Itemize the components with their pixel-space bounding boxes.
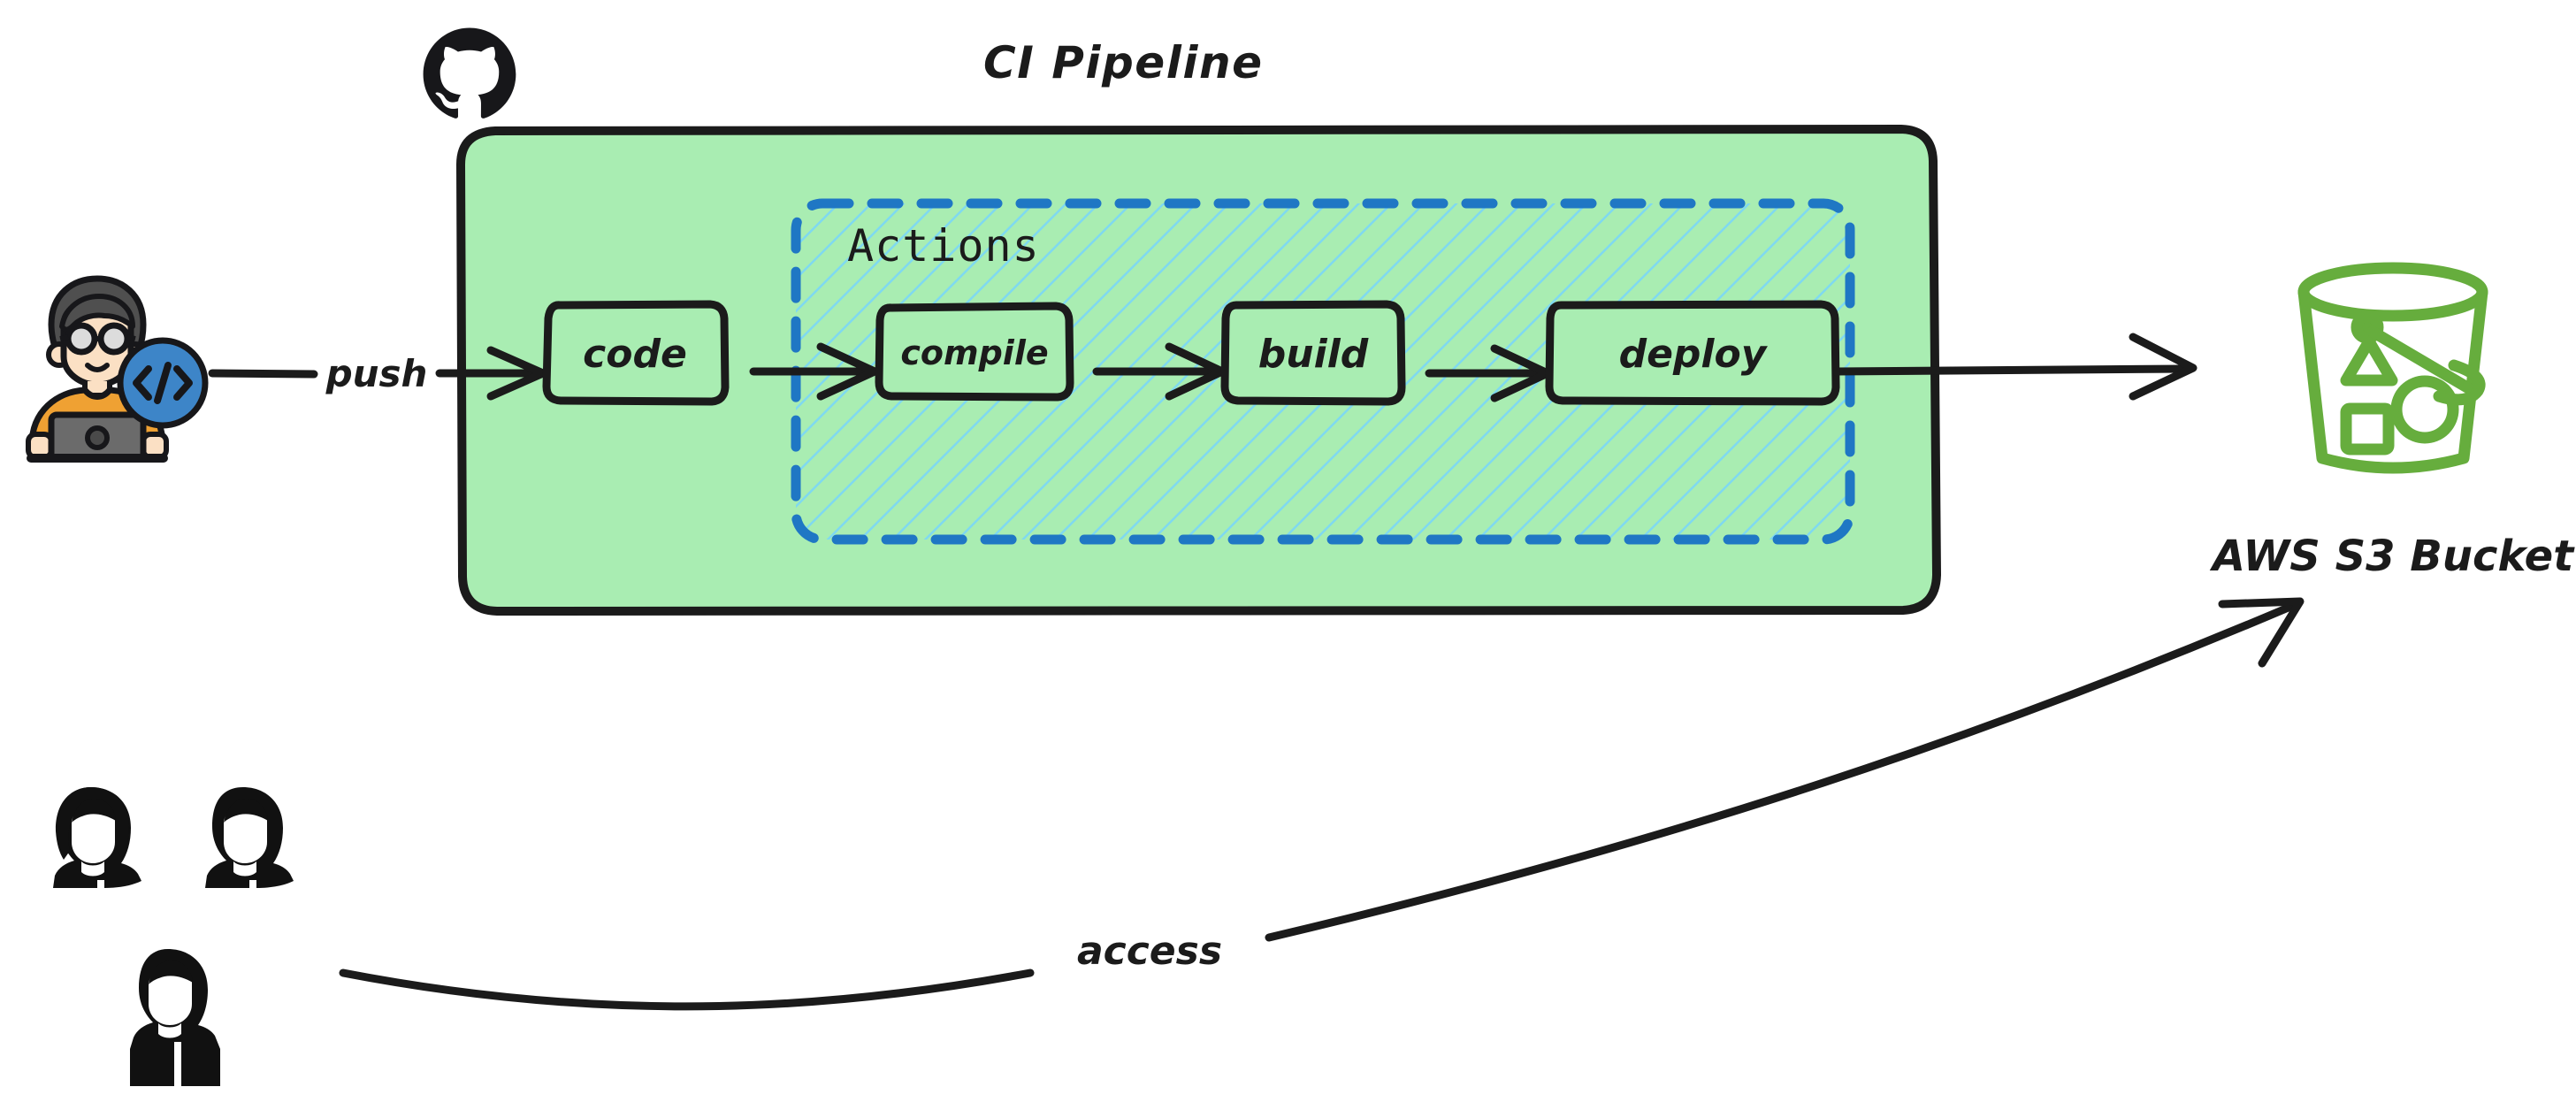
aws-s3-bucket-icon: [2297, 262, 2488, 474]
node-deploy-label: deploy: [1619, 332, 1769, 377]
node-deploy-box: [1545, 300, 1840, 406]
node-compile-label: compile: [900, 333, 1048, 372]
developer-icon: [26, 275, 209, 463]
user-icon-1: [53, 787, 141, 888]
users-group-icon: [53, 787, 294, 1086]
node-code[interactable]: code: [542, 300, 730, 406]
node-code-label: code: [583, 332, 687, 377]
user-icon-2: [205, 787, 294, 888]
node-compile-box: [875, 302, 1074, 402]
github-icon: [423, 27, 516, 119]
ci-pipeline-title: CI Pipeline: [983, 37, 1263, 88]
node-build-label: build: [1258, 332, 1369, 377]
node-build-box: [1220, 300, 1406, 406]
edge-access: [339, 597, 2305, 1011]
node-code-box: [542, 300, 730, 406]
aws-s3-bucket-label: AWS S3 Bucket: [2209, 532, 2575, 581]
edge-push-label: push: [325, 352, 428, 395]
edge-code-compile: [749, 342, 879, 401]
node-deploy[interactable]: deploy: [1545, 300, 1840, 406]
user-icon-3: [130, 949, 220, 1086]
node-build[interactable]: build: [1220, 300, 1406, 406]
actions-label: Actions: [847, 220, 1040, 272]
edge-access-label: access: [1077, 929, 1222, 974]
edge-deploy-s3: [1831, 333, 2198, 401]
node-compile[interactable]: compile: [875, 302, 1074, 402]
